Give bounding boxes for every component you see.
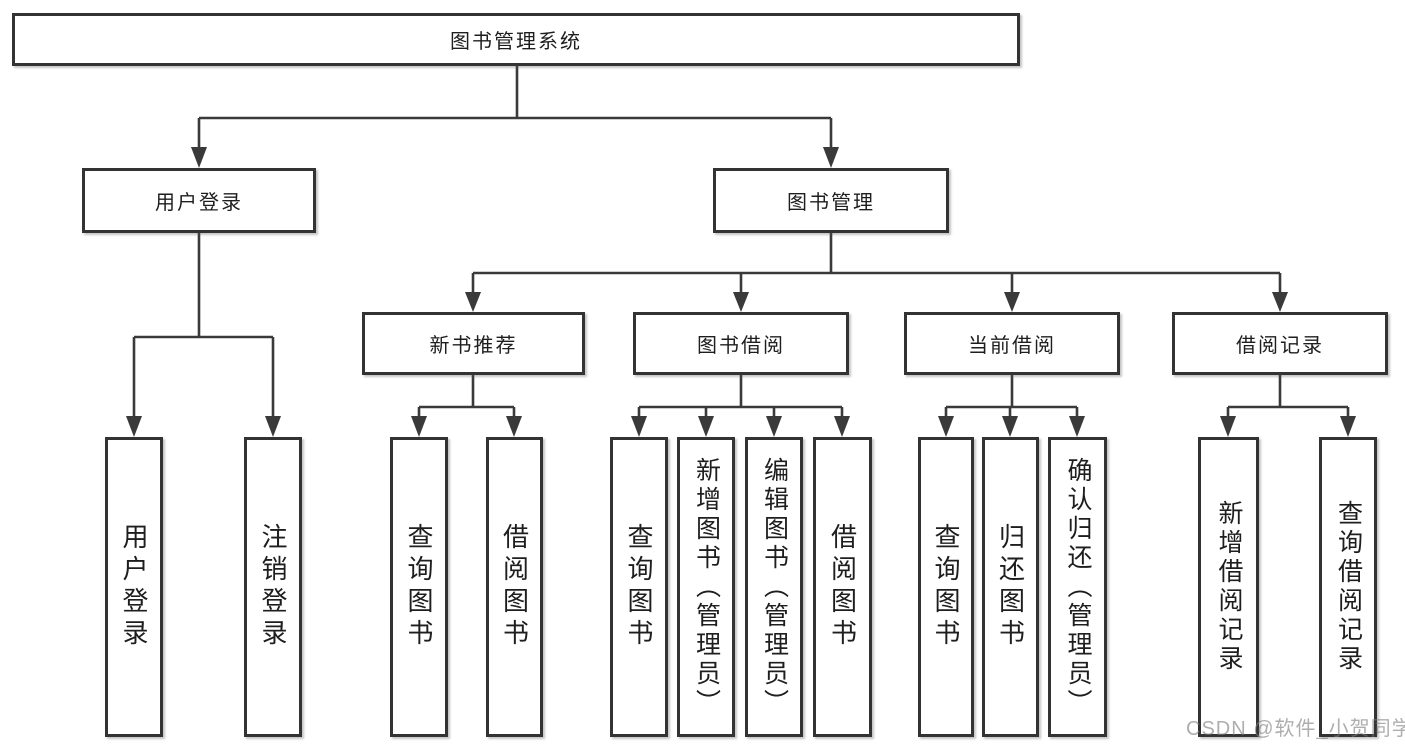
leaf-query-borrow-record-label: 查询借阅记录 bbox=[1334, 500, 1363, 674]
node-user-login-label: 用户登录 bbox=[155, 192, 243, 214]
leaf-return-book-label: 归还图书 bbox=[995, 523, 1026, 651]
leaf-edit-book-admin: 编辑图书（管理员） bbox=[745, 437, 803, 737]
node-new-book-recommend-label: 新书推荐 bbox=[429, 335, 518, 357]
node-user-login: 用户登录 bbox=[82, 168, 316, 233]
node-new-book-recommend: 新书推荐 bbox=[362, 312, 585, 375]
leaf-edit-book-admin-label: 编辑图书（管理员） bbox=[760, 456, 789, 718]
leaf-add-borrow-record-label: 新增借阅记录 bbox=[1215, 500, 1243, 674]
leaf-add-borrow-record: 新增借阅记录 bbox=[1198, 437, 1259, 737]
leaf-borrow-books-borrowing: 借阅图书 bbox=[813, 437, 872, 737]
node-current-borrowing: 当前借阅 bbox=[904, 312, 1120, 375]
node-library-system-label: 图书管理系统 bbox=[450, 31, 582, 53]
leaf-borrow-books-recommend: 借阅图书 bbox=[486, 437, 543, 737]
leaf-query-books-recommend: 查询图书 bbox=[390, 437, 448, 737]
leaf-return-book: 归还图书 bbox=[982, 437, 1039, 737]
node-library-system: 图书管理系统 bbox=[12, 13, 1020, 66]
leaf-query-books-recommend-label: 查询图书 bbox=[404, 523, 434, 651]
node-book-management: 图书管理 bbox=[713, 168, 949, 233]
node-book-borrowing: 图书借阅 bbox=[633, 312, 849, 375]
csdn-watermark: CSDN @软件_小贺同学 bbox=[1186, 718, 1405, 740]
leaf-confirm-return-admin-label: 确认归还（管理员） bbox=[1064, 456, 1092, 718]
node-borrowing-records: 借阅记录 bbox=[1172, 312, 1388, 375]
node-book-management-label: 图书管理 bbox=[787, 192, 875, 214]
leaf-query-borrow-record: 查询借阅记录 bbox=[1319, 437, 1377, 737]
leaf-confirm-return-admin: 确认归还（管理员） bbox=[1048, 437, 1107, 737]
node-current-borrowing-label: 当前借阅 bbox=[968, 335, 1056, 357]
leaf-borrow-books-recommend-label: 借阅图书 bbox=[499, 523, 530, 651]
leaf-user-login-label: 用户登录 bbox=[119, 523, 149, 651]
arrowheads bbox=[126, 147, 1356, 437]
leaf-query-books-current: 查询图书 bbox=[918, 437, 974, 737]
leaf-add-book-admin-label: 新增图书（管理员） bbox=[692, 456, 721, 718]
leaf-query-books-borrowing-label: 查询图书 bbox=[624, 523, 654, 651]
leaf-user-login: 用户登录 bbox=[105, 437, 163, 737]
node-book-borrowing-label: 图书借阅 bbox=[697, 335, 785, 357]
leaf-add-book-admin: 新增图书（管理员） bbox=[677, 437, 735, 737]
leaf-logout-label: 注销登录 bbox=[258, 523, 288, 651]
leaf-query-books-current-label: 查询图书 bbox=[931, 523, 961, 651]
node-borrowing-records-label: 借阅记录 bbox=[1236, 335, 1324, 357]
leaf-borrow-books-borrowing-label: 借阅图书 bbox=[827, 523, 858, 651]
leaf-query-books-borrowing: 查询图书 bbox=[610, 437, 668, 737]
leaf-logout: 注销登录 bbox=[244, 437, 302, 737]
